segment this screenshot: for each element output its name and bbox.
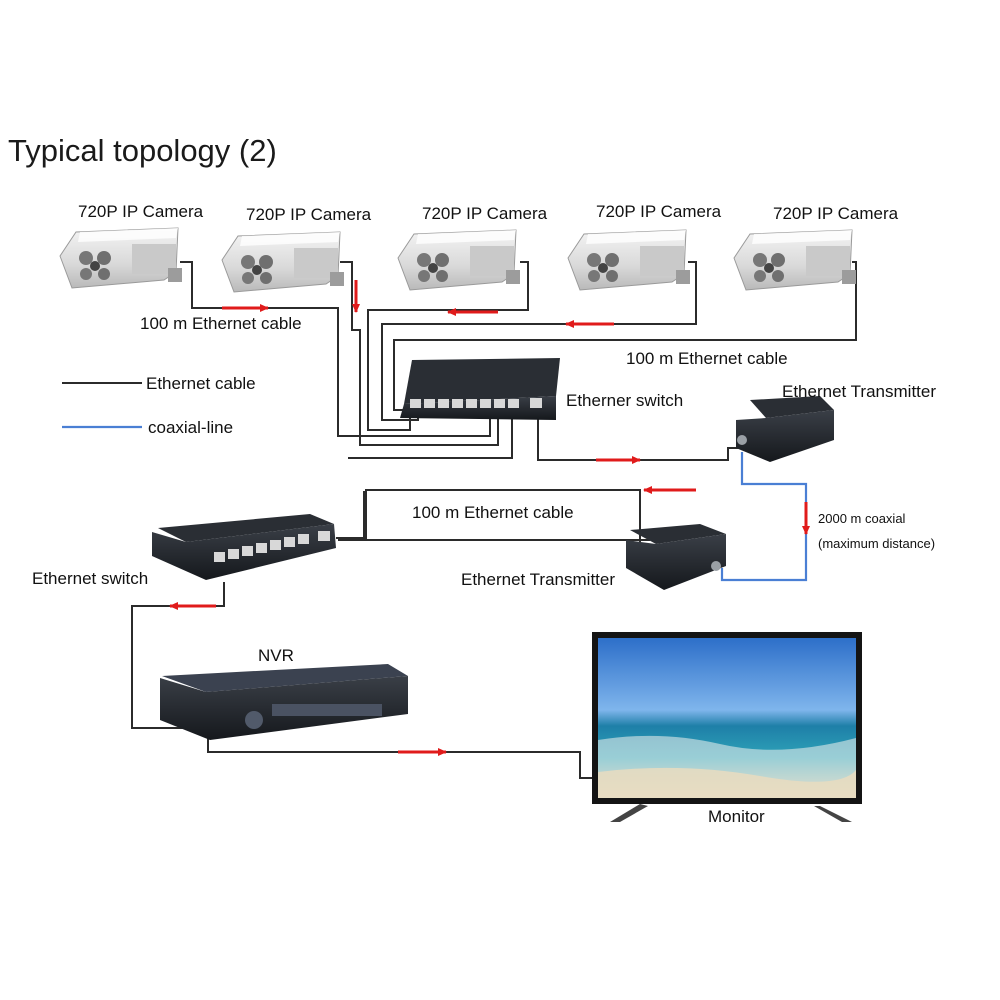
cable-nvr-to-monitor (207, 736, 600, 779)
cable-label-middle: 100 m Ethernet cable (412, 503, 574, 522)
legend-coaxial-label: coaxial-line (148, 418, 234, 437)
cable-camera-2 (340, 261, 499, 446)
coaxial-cable (720, 452, 808, 582)
camera-5 (733, 229, 857, 291)
camera-4 (567, 229, 691, 291)
transmitter-bottom-label: Ethernet Transmitter (461, 570, 616, 589)
cable-camera-4 (381, 261, 697, 421)
nvr-label: NVR (258, 646, 294, 665)
cable-label-top-right: 100 m Ethernet cable (626, 349, 788, 368)
legend-ethernet-label: Ethernet cable (146, 374, 256, 393)
camera-label-3: 720P IP Camera (422, 204, 548, 223)
camera-1 (59, 227, 183, 289)
monitor-device (592, 632, 862, 822)
bottom-ethernet-switch (152, 514, 336, 580)
ethernet-cables (131, 261, 857, 779)
cable-label-top-left: 100 m Ethernet cable (140, 314, 302, 333)
coaxial-max-distance-label: (maximum distance) (818, 536, 936, 551)
cable-transmitter2-link (338, 489, 641, 552)
camera-label-5: 720P IP Camera (773, 204, 899, 223)
direction-arrows (169, 280, 810, 756)
top-switch-label: Etherner switch (566, 391, 684, 410)
transmitter-top-label: Ethernet Transmitter (782, 382, 937, 401)
camera-2 (221, 231, 345, 293)
monitor-label: Monitor (708, 807, 765, 826)
cable-a (348, 414, 513, 459)
camera-label-4: 720P IP Camera (596, 202, 722, 221)
cable-switch-to-transmitter (537, 412, 742, 461)
top-ethernet-switch (400, 358, 560, 420)
cable-camera-1 (180, 261, 491, 437)
coaxial-distance-label: 2000 m coaxial (818, 511, 906, 526)
nvr-device (160, 664, 408, 740)
cable-camera-3 (367, 261, 529, 431)
camera-label-2: 720P IP Camera (246, 205, 372, 224)
camera-3 (397, 229, 521, 291)
bottom-switch-label: Ethernet switch (32, 569, 149, 588)
ethernet-transmitter-bottom (626, 524, 726, 590)
cable-switch-to-nvr (131, 582, 225, 729)
diagram-title: Typical topology (2) (8, 133, 277, 168)
ethernet-transmitter-top (736, 396, 834, 462)
camera-label-1: 720P IP Camera (78, 202, 204, 221)
